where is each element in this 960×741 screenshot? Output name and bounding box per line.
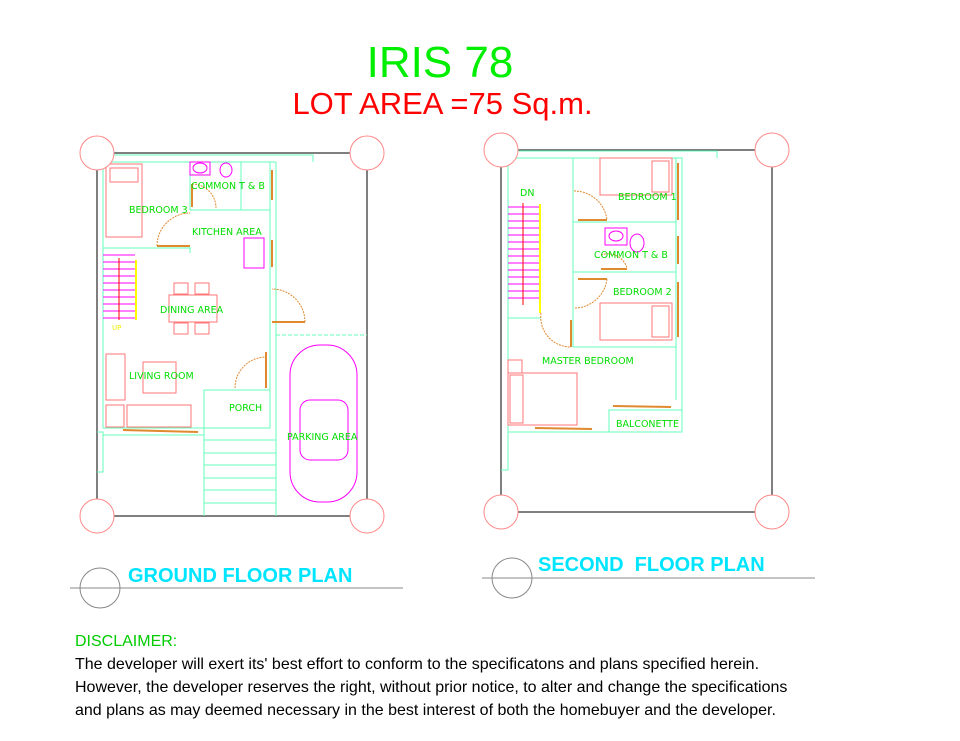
room-label-master-bedroom: MASTER BEDROOM <box>542 356 634 367</box>
ground-stair-label: UP <box>112 324 121 332</box>
room-label-living: LIVING ROOM <box>129 371 194 382</box>
ground-fixtures <box>189 161 358 503</box>
ground-door-swings <box>156 183 306 389</box>
second-doors <box>534 163 679 430</box>
disclaimer-line: However, the developer reserves the righ… <box>75 679 788 696</box>
room-label-common-tb-second: COMMON T & B <box>594 250 668 261</box>
room-label-parking: PARKING AREA <box>287 432 358 443</box>
second-fixtures <box>604 227 645 253</box>
room-label-balconette: BALCONETTE <box>616 419 679 430</box>
disclaimer-heading: DISCLAIMER: <box>75 633 178 650</box>
ground-furniture <box>105 163 218 428</box>
lot-area: LOT AREA =75 Sq.m. <box>292 86 593 121</box>
second-walls <box>501 150 718 471</box>
ground-stairs <box>103 254 137 320</box>
second-lot-boundary <box>500 149 773 513</box>
room-label-bedroom-1: BEDROOM 1 <box>618 192 677 203</box>
ground-floor-title: GROUND FLOOR PLAN <box>128 565 353 587</box>
second-column-markers <box>483 132 790 530</box>
ground-doors <box>122 170 305 433</box>
ground-floor-plan: UP <box>79 135 385 534</box>
disclaimer-line: and plans as may deemed necessary in the… <box>75 702 776 719</box>
second-furniture <box>507 157 673 426</box>
room-label-common-tb-ground: COMMON T & B <box>191 181 265 192</box>
room-label-dining: DINING AREA <box>160 305 224 316</box>
second-door-swings <box>540 190 628 348</box>
disclaimer-line: The developer will exert its' best effor… <box>75 656 760 673</box>
second-floor-title: SECOND FLOOR PLAN <box>538 554 765 576</box>
ground-walls <box>97 154 367 516</box>
second-floor-plan: DN BEDROOM 1 COMMON <box>483 132 790 530</box>
room-label-kitchen: KITCHEN AREA <box>192 227 262 238</box>
house-model-title: IRIS 78 <box>366 38 514 87</box>
ground-column-markers <box>79 135 385 534</box>
second-stair-label: DN <box>520 188 534 199</box>
plan-title-markers <box>70 557 815 609</box>
room-label-porch: PORCH <box>229 403 262 414</box>
room-label-bedroom-2: BEDROOM 2 <box>613 287 672 298</box>
room-label-bedroom-3: BEDROOM 3 <box>129 205 188 216</box>
second-stairs <box>508 203 541 313</box>
